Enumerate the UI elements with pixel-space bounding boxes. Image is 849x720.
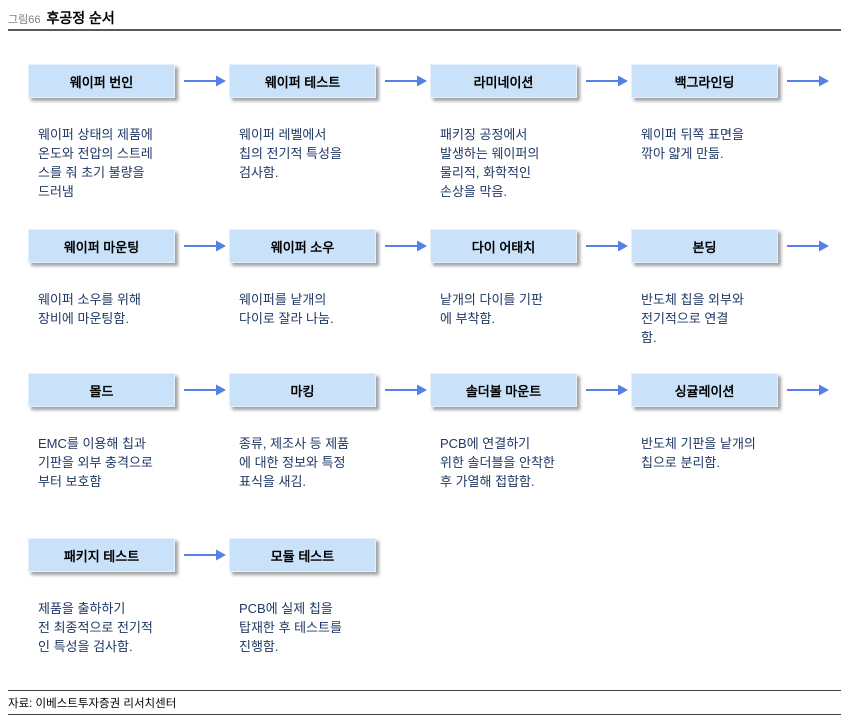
process-step-title: 싱귤레이션 — [674, 383, 735, 399]
process-step-box: 본딩 — [631, 229, 778, 263]
process-step-description: 웨이퍼 소우를 위해 장비에 마운팅함. — [38, 292, 141, 326]
process-step: 웨이퍼 번인 웨이퍼 상태의 제품에 온도와 전압의 스트레 스를 줘 초기 불… — [28, 63, 229, 228]
process-step-title: 패키지 테스트 — [63, 548, 140, 564]
process-step-description: 낱개의 다이를 기판 에 부착함. — [440, 292, 543, 326]
process-step-box: 다이 어태치 — [430, 229, 577, 263]
process-step-title: 라미네이션 — [473, 74, 534, 90]
process-step-description: PCB에 연결하기 위한 솔더블을 안착한 후 가열해 접합함. — [440, 436, 555, 489]
process-step-title: 마킹 — [290, 383, 315, 399]
process-step: 패키지 테스트 제품을 출하하기 전 최종적으로 전기적 인 특성을 검사함. — [28, 537, 229, 656]
process-step-box: 몰드 — [28, 373, 175, 407]
process-step-description: 웨이퍼 상태의 제품에 온도와 전압의 스트레 스를 줘 초기 불량을 드러냄 — [38, 127, 153, 199]
process-step-box: 웨이퍼 마운팅 — [28, 229, 175, 263]
process-step-description: 웨이퍼 레벨에서 칩의 전기적 특성을 검사함. — [239, 127, 342, 180]
process-step-box: 웨이퍼 소우 — [229, 229, 376, 263]
process-step-title: 몰드 — [89, 383, 114, 399]
arrow-right-icon — [586, 75, 628, 87]
process-step: 웨이퍼 테스트 웨이퍼 레벨에서 칩의 전기적 특성을 검사함. — [229, 63, 430, 228]
process-step-box: 웨이퍼 번인 — [28, 64, 175, 98]
process-step-box: 패키지 테스트 — [28, 538, 175, 572]
process-step: 다이 어태치 낱개의 다이를 기판 에 부착함. — [430, 228, 631, 372]
process-step-title: 솔더볼 마운트 — [465, 383, 542, 399]
process-step-description: 패키징 공정에서 발생하는 웨이퍼의 물리적, 화학적인 손상을 막음. — [440, 127, 540, 199]
source-note: 자료: 이베스트투자증권 리서치센터 — [8, 690, 841, 711]
process-step: 솔더볼 마운트 PCB에 연결하기 위한 솔더블을 안착한 후 가열해 접합함. — [430, 372, 631, 537]
process-step-title: 웨이퍼 번인 — [69, 74, 134, 90]
arrow-right-icon — [385, 240, 427, 252]
process-step-description: EMC를 이용해 칩과 기판을 외부 충격으로 부터 보호함 — [38, 436, 153, 489]
process-row: 웨이퍼 번인 웨이퍼 상태의 제품에 온도와 전압의 스트레 스를 줘 초기 불… — [28, 63, 832, 228]
process-step-title: 본딩 — [692, 239, 717, 255]
process-row: 패키지 테스트 제품을 출하하기 전 최종적으로 전기적 인 특성을 검사함. … — [28, 537, 832, 656]
process-row: 몰드 EMC를 이용해 칩과 기판을 외부 충격으로 부터 보호함 마킹 종류,… — [28, 372, 832, 537]
process-step-description: 반도체 칩을 외부와 전기적으로 연결 함. — [641, 292, 744, 345]
bottom-rule — [8, 714, 841, 715]
process-step-description: 반도체 기판을 낱개의 칩으로 분리함. — [641, 436, 756, 470]
arrow-right-icon — [184, 384, 226, 396]
arrow-right-icon — [787, 384, 829, 396]
process-step-box: 웨이퍼 테스트 — [229, 64, 376, 98]
process-step-title: 다이 어태치 — [471, 239, 536, 255]
process-step: 웨이퍼 마운팅 웨이퍼 소우를 위해 장비에 마운팅함. — [28, 228, 229, 372]
process-step: 마킹 종류, 제조사 등 제품 에 대한 정보와 특정 표식을 새김. — [229, 372, 430, 537]
process-flow-diagram: 웨이퍼 번인 웨이퍼 상태의 제품에 온도와 전압의 스트레 스를 줘 초기 불… — [28, 63, 832, 656]
process-step-title: 백그라인딩 — [674, 74, 735, 90]
process-step: 웨이퍼 소우 웨이퍼를 낱개의 다이로 잘라 나눔. — [229, 228, 430, 372]
arrow-right-icon — [184, 75, 226, 87]
arrow-right-icon — [385, 75, 427, 87]
process-step-description: 웨이퍼 뒤쪽 표면을 깎아 얇게 만듦. — [641, 127, 744, 161]
arrow-right-icon — [586, 384, 628, 396]
process-step: 몰드 EMC를 이용해 칩과 기판을 외부 충격으로 부터 보호함 — [28, 372, 229, 537]
process-step-title: 웨이퍼 마운팅 — [63, 239, 140, 255]
process-step-box: 라미네이션 — [430, 64, 577, 98]
process-step-title: 웨이퍼 소우 — [270, 239, 335, 255]
arrow-right-icon — [385, 384, 427, 396]
process-step-title: 웨이퍼 테스트 — [264, 74, 341, 90]
arrow-right-icon — [184, 240, 226, 252]
process-step-description: 제품을 출하하기 전 최종적으로 전기적 인 특성을 검사함. — [38, 601, 153, 654]
process-step-title: 모듈 테스트 — [270, 548, 335, 564]
process-step: 백그라인딩 웨이퍼 뒤쪽 표면을 깎아 얇게 만듦. — [631, 63, 832, 228]
arrow-right-icon — [787, 75, 829, 87]
process-step-box: 솔더볼 마운트 — [430, 373, 577, 407]
process-row: 웨이퍼 마운팅 웨이퍼 소우를 위해 장비에 마운팅함. 웨이퍼 소우 웨이퍼를… — [28, 228, 832, 372]
process-step: 싱귤레이션 반도체 기판을 낱개의 칩으로 분리함. — [631, 372, 832, 537]
arrow-right-icon — [184, 549, 226, 561]
process-step: 본딩 반도체 칩을 외부와 전기적으로 연결 함. — [631, 228, 832, 372]
header-rule — [8, 29, 841, 31]
process-step-box: 마킹 — [229, 373, 376, 407]
process-step-description: 웨이퍼를 낱개의 다이로 잘라 나눔. — [239, 292, 334, 326]
process-step: 라미네이션 패키징 공정에서 발생하는 웨이퍼의 물리적, 화학적인 손상을 막… — [430, 63, 631, 228]
figure-title: 후공정 순서 — [46, 10, 115, 26]
arrow-right-icon — [586, 240, 628, 252]
process-step-description: PCB에 실제 칩을 탑재한 후 테스트를 진행함. — [239, 601, 342, 654]
arrow-right-icon — [787, 240, 829, 252]
figure-header: 그림66 후공정 순서 — [8, 8, 841, 28]
process-step-box: 모듈 테스트 — [229, 538, 376, 572]
process-step-box: 백그라인딩 — [631, 64, 778, 98]
process-step: 모듈 테스트 PCB에 실제 칩을 탑재한 후 테스트를 진행함. — [229, 537, 430, 656]
figure-label: 그림66 — [8, 14, 41, 26]
process-step-box: 싱귤레이션 — [631, 373, 778, 407]
process-step-description: 종류, 제조사 등 제품 에 대한 정보와 특정 표식을 새김. — [239, 436, 350, 489]
